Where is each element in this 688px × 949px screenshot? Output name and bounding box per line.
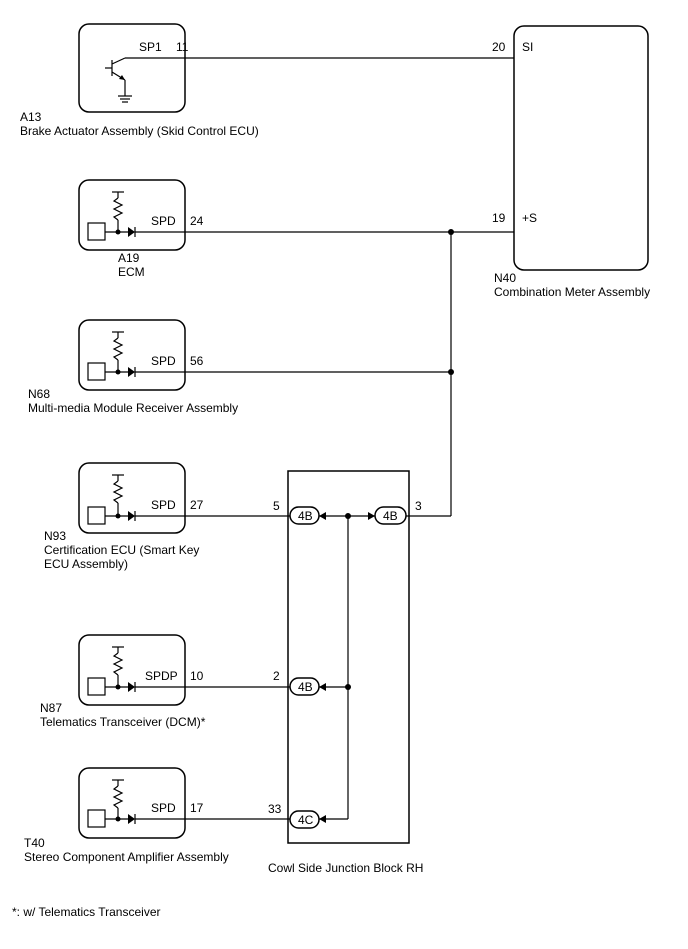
diode-icon [128,682,135,692]
diode-icon [128,227,135,237]
a19-pin-label: SPD [151,214,176,228]
a13-name: Brake Actuator Assembly (Skid Control EC… [20,124,259,138]
connector-4b-pin5-id: 4B [298,509,313,523]
splice-dot [345,513,351,519]
connector-arrow-icon [319,815,326,823]
connector-arrow-icon [319,683,326,691]
splice-dot [448,369,454,375]
n68-pin-label: SPD [151,354,176,368]
splice-dot [448,229,454,235]
n40-name: Combination Meter Assembly [494,285,650,299]
n87-name: Telematics Transceiver (DCM)* [40,715,206,729]
t40-name: Stereo Component Amplifier Assembly [24,850,229,864]
footnote: *: w/ Telematics Transceiver [12,905,161,919]
n40-code: N40 [494,271,516,285]
connector-4b-pin2-number: 2 [273,669,280,683]
t40-code: T40 [24,836,45,850]
t40-pin-number: 17 [190,801,204,815]
connector-4b-pin3-id: 4B [383,509,398,523]
connector-4b-pin2-id: 4B [298,680,313,694]
transistor-emitter-arrow [119,75,125,80]
junction-block-name: Cowl Side Junction Block RH [268,861,423,875]
t40-pin-label: SPD [151,801,176,815]
t40-ecu-box: SPD [78,767,186,839]
n40-box [513,25,649,271]
diode-icon [128,367,135,377]
connector-arrow-icon [368,512,375,520]
n87-ecu-box: SPDP [78,634,186,706]
a13-pin-number: 11 [176,40,189,54]
a19-code: A19 [118,251,140,265]
pullup-resistor-icon [112,337,124,361]
connector-4b-pin3-number: 3 [415,499,422,513]
splice-dot [345,684,351,690]
n40-pin-20-number: 20 [492,40,506,54]
a13-ecu-box: SP1 [78,23,186,113]
transistor-collector [111,57,126,65]
n93-pin-label: SPD [151,498,176,512]
a13-code: A13 [20,110,42,124]
n40-pin-s-label: +S [522,211,537,225]
n93-code: N93 [44,529,66,543]
a19-ecu-box: SPD [78,179,186,251]
n93-ecu-box: SPD [78,462,186,534]
n68-pin-number: 56 [190,354,204,368]
n40-pin-19-number: 19 [492,211,506,225]
diode-icon [128,511,135,521]
pullup-resistor-icon [112,652,124,676]
n68-name: Multi-media Module Receiver Assembly [28,401,238,415]
pullup-resistor-icon [112,197,124,221]
n87-pin-number: 10 [190,669,204,683]
a13-pin-label: SP1 [139,40,162,54]
n93-name-line2: ECU Assembly) [44,557,128,571]
pullup-resistor-icon [112,785,124,809]
n87-code: N87 [40,701,62,715]
diode-icon [128,814,135,824]
a19-name: ECM [118,265,145,279]
connector-arrow-icon [319,512,326,520]
n40-pin-si-label: SI [522,40,533,54]
n93-pin-number: 27 [190,498,204,512]
connector-4c-pin33-id: 4C [298,813,314,827]
n68-code: N68 [28,387,50,401]
n93-name-line1: Certification ECU (Smart Key [44,543,199,557]
n68-ecu-box: SPD [78,319,186,391]
connector-4b-pin5-number: 5 [273,499,280,513]
connector-4c-pin33-number: 33 [268,802,282,816]
n87-pin-label: SPDP [145,669,178,683]
pullup-resistor-icon [112,480,124,504]
a19-pin-number: 24 [190,214,204,228]
a13-box [78,23,186,113]
